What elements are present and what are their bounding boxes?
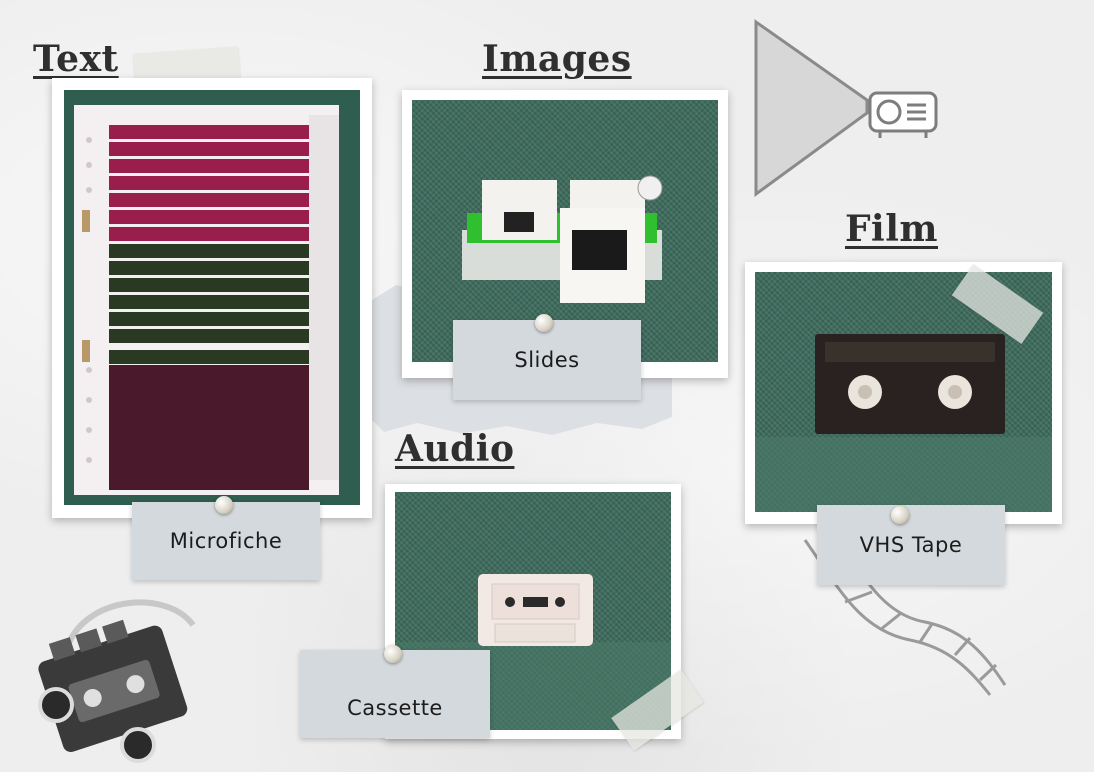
boombox-icon xyxy=(38,599,196,763)
cassette-label-card: Cassette xyxy=(300,650,490,738)
cassette-label: Cassette xyxy=(347,696,443,720)
slides-box-image xyxy=(462,175,663,303)
vhs-label-card: VHS Tape xyxy=(817,505,1005,585)
vhs-tape-image xyxy=(755,334,1052,512)
heading-film: Film xyxy=(845,208,939,250)
slides-photo-frame xyxy=(402,90,728,378)
pushpin-icon xyxy=(215,496,233,514)
slides-label-card: Slides xyxy=(453,320,641,400)
microfiche-photo xyxy=(64,90,360,505)
vhs-photo-frame xyxy=(745,262,1062,524)
pushpin-icon xyxy=(535,314,553,332)
vhs-label: VHS Tape xyxy=(859,533,963,557)
microfiche-binder-image xyxy=(64,90,360,505)
pushpin-icon xyxy=(891,506,909,524)
heading-audio: Audio xyxy=(395,428,515,470)
slides-label: Slides xyxy=(514,348,580,372)
microfiche-photo-frame xyxy=(52,78,372,518)
slides-photo xyxy=(412,100,718,362)
pushpin-icon xyxy=(384,645,402,663)
microfiche-label-card: Microfiche xyxy=(132,502,320,580)
heading-images: Images xyxy=(482,38,632,80)
vhs-photo xyxy=(755,272,1052,512)
heading-text: Text xyxy=(33,38,119,80)
projector-icon xyxy=(754,19,938,197)
microfiche-label: Microfiche xyxy=(169,529,283,553)
